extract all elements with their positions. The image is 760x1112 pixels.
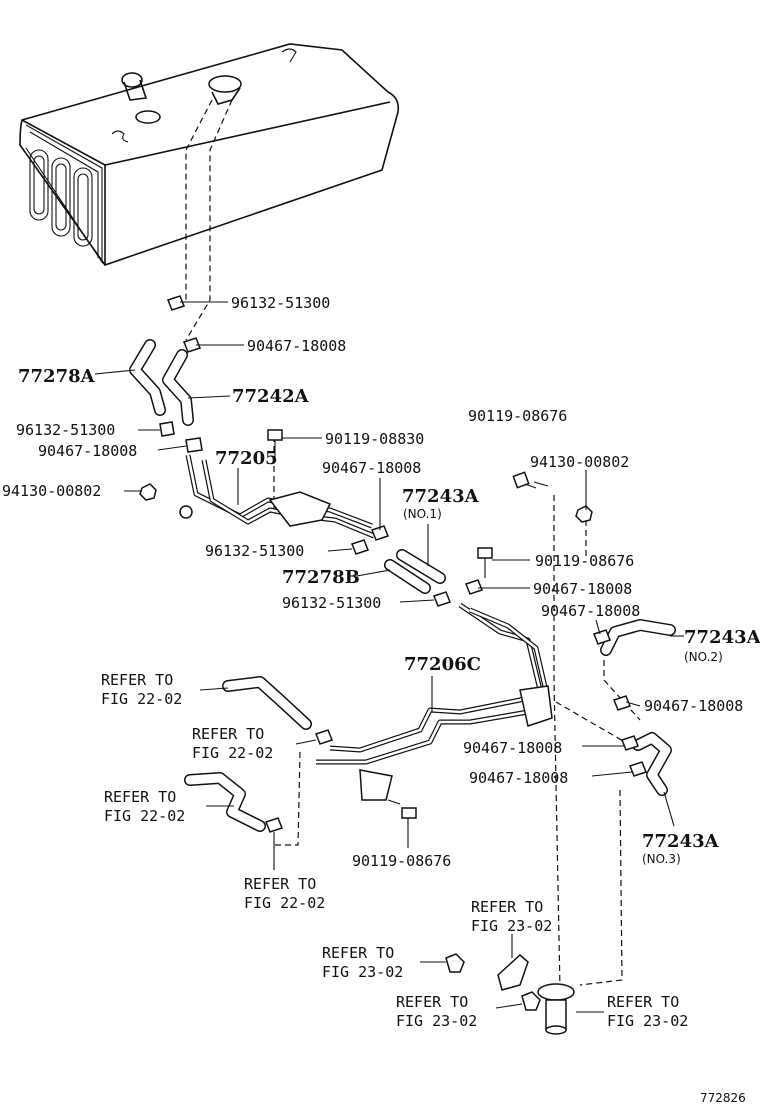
clamp-96132-mid bbox=[351, 539, 369, 555]
hose-ref-upper bbox=[222, 676, 312, 730]
label-96132-left: 96132-51300 bbox=[16, 421, 115, 439]
ref-22-02-a-line1: REFER TO bbox=[101, 671, 173, 689]
label-90119-08676-mid: 90119-08676 bbox=[535, 552, 634, 570]
label-77278B: 77278B bbox=[282, 567, 360, 588]
label-90467-r1: 90467-18008 bbox=[533, 580, 632, 598]
fuel-filter bbox=[497, 953, 575, 1035]
ref-23-02-d-line1: REFER TO bbox=[607, 993, 679, 1011]
ref-23-02-c-line1: REFER TO bbox=[396, 993, 468, 1011]
clamp-ref-lower bbox=[265, 817, 283, 833]
clamp-96132-top bbox=[167, 295, 185, 311]
ref-22-02-b-line1: REFER TO bbox=[192, 725, 264, 743]
filter-bracket bbox=[497, 953, 529, 991]
hose-77243A-no2 bbox=[600, 619, 676, 656]
label-90119-08676-low: 90119-08676 bbox=[352, 852, 451, 870]
label-77243A-no1-sub: (NO.1) bbox=[403, 507, 442, 521]
leader-lines bbox=[94, 301, 684, 1013]
label-77278A: 77278A bbox=[18, 366, 96, 387]
ref-23-02-c-line2: FIG 23-02 bbox=[396, 1012, 477, 1030]
hose-77278A bbox=[129, 339, 166, 416]
ref-22-02-c-line1: REFER TO bbox=[104, 788, 176, 806]
label-77243A-no3: 77243A bbox=[642, 831, 720, 852]
bolt-90119-08676-top bbox=[512, 471, 537, 489]
hose-77243A-no1 bbox=[396, 549, 446, 584]
label-90467-r2: 90467-18008 bbox=[541, 602, 640, 620]
pipe-77205 bbox=[179, 454, 375, 539]
bolt-90119-08676-mid bbox=[477, 547, 493, 578]
fuel-tank bbox=[19, 43, 400, 266]
label-77206C: 77206C bbox=[404, 654, 481, 675]
ref-23-02-d-line2: FIG 23-02 bbox=[607, 1012, 688, 1030]
pipe-77206C bbox=[316, 602, 553, 801]
reference-labels: REFER TO FIG 22-02 REFER TO FIG 22-02 RE… bbox=[101, 671, 688, 1030]
bolt-90119-08676-low bbox=[387, 799, 417, 819]
ref-23-02-b-line2: FIG 23-02 bbox=[322, 963, 403, 981]
label-77205: 77205 bbox=[215, 448, 278, 469]
label-90467-r4: 90467-18008 bbox=[463, 739, 562, 757]
clamp-ref-upper bbox=[315, 729, 333, 745]
clamp-96132-left bbox=[159, 421, 175, 437]
hose-77278B bbox=[384, 559, 431, 594]
clamp-90467-r5 bbox=[629, 761, 647, 777]
label-96132-mid: 96132-51300 bbox=[205, 542, 304, 560]
clamp-90467-top bbox=[183, 337, 201, 353]
label-96132-top: 96132-51300 bbox=[231, 294, 330, 312]
label-94130-right: 94130-00802 bbox=[530, 453, 629, 471]
label-94130-left: 94130-00802 bbox=[2, 482, 101, 500]
label-90467-r3: 90467-18008 bbox=[644, 697, 743, 715]
ref-23-02-a-line1: REFER TO bbox=[471, 898, 543, 916]
tank-fittings bbox=[111, 48, 297, 143]
label-90467-left: 90467-18008 bbox=[38, 442, 137, 460]
label-90119-08830: 90119-08830 bbox=[325, 430, 424, 448]
bolt-ref-23-a bbox=[445, 953, 465, 973]
label-90119-08676-top: 90119-08676 bbox=[468, 407, 567, 425]
nut-ref-23-b bbox=[521, 991, 541, 1011]
label-90467-mid: 90467-18008 bbox=[322, 459, 421, 477]
hose-77243A-no3 bbox=[632, 732, 672, 796]
label-77243A-no2: 77243A bbox=[684, 627, 760, 648]
label-90467-r5: 90467-18008 bbox=[469, 769, 568, 787]
clamps bbox=[159, 295, 647, 833]
figure-code: 772826 bbox=[700, 1091, 746, 1105]
ref-22-02-d-line1: REFER TO bbox=[244, 875, 316, 893]
nut-94130-left bbox=[139, 483, 157, 501]
bolts-nuts bbox=[139, 429, 593, 1011]
ref-23-02-a-line2: FIG 23-02 bbox=[471, 917, 552, 935]
hose-ref-lower bbox=[184, 772, 266, 832]
clamp-90467-left bbox=[185, 437, 203, 453]
clamp-96132-low bbox=[433, 591, 451, 607]
clamp-90467-r1 bbox=[465, 579, 483, 595]
clamp-90467-r4 bbox=[621, 735, 639, 751]
part-labels: 96132-51300 90467-18008 77278A 77242A 96… bbox=[2, 294, 760, 870]
nut-94130-right bbox=[575, 505, 593, 523]
ref-22-02-d-line2: FIG 22-02 bbox=[244, 894, 325, 912]
label-77243A-no1: 77243A bbox=[402, 486, 480, 507]
ref-22-02-c-line2: FIG 22-02 bbox=[104, 807, 185, 825]
bolt-90119-08830 bbox=[267, 429, 283, 460]
ref-22-02-a-line2: FIG 22-02 bbox=[101, 690, 182, 708]
ref-23-02-b-line1: REFER TO bbox=[322, 944, 394, 962]
tank-end-ribs bbox=[29, 149, 93, 247]
label-77243A-no2-sub: (NO.2) bbox=[684, 650, 723, 664]
clamp-90467-r2 bbox=[593, 629, 611, 645]
clamp-90467-r3 bbox=[613, 695, 631, 711]
label-96132-low: 96132-51300 bbox=[282, 594, 381, 612]
hose-77242A bbox=[162, 349, 194, 426]
label-77242A: 77242A bbox=[232, 386, 310, 407]
ref-22-02-b-line2: FIG 22-02 bbox=[192, 744, 273, 762]
label-77243A-no3-sub: (NO.3) bbox=[642, 852, 681, 866]
label-90467-top: 90467-18008 bbox=[247, 337, 346, 355]
